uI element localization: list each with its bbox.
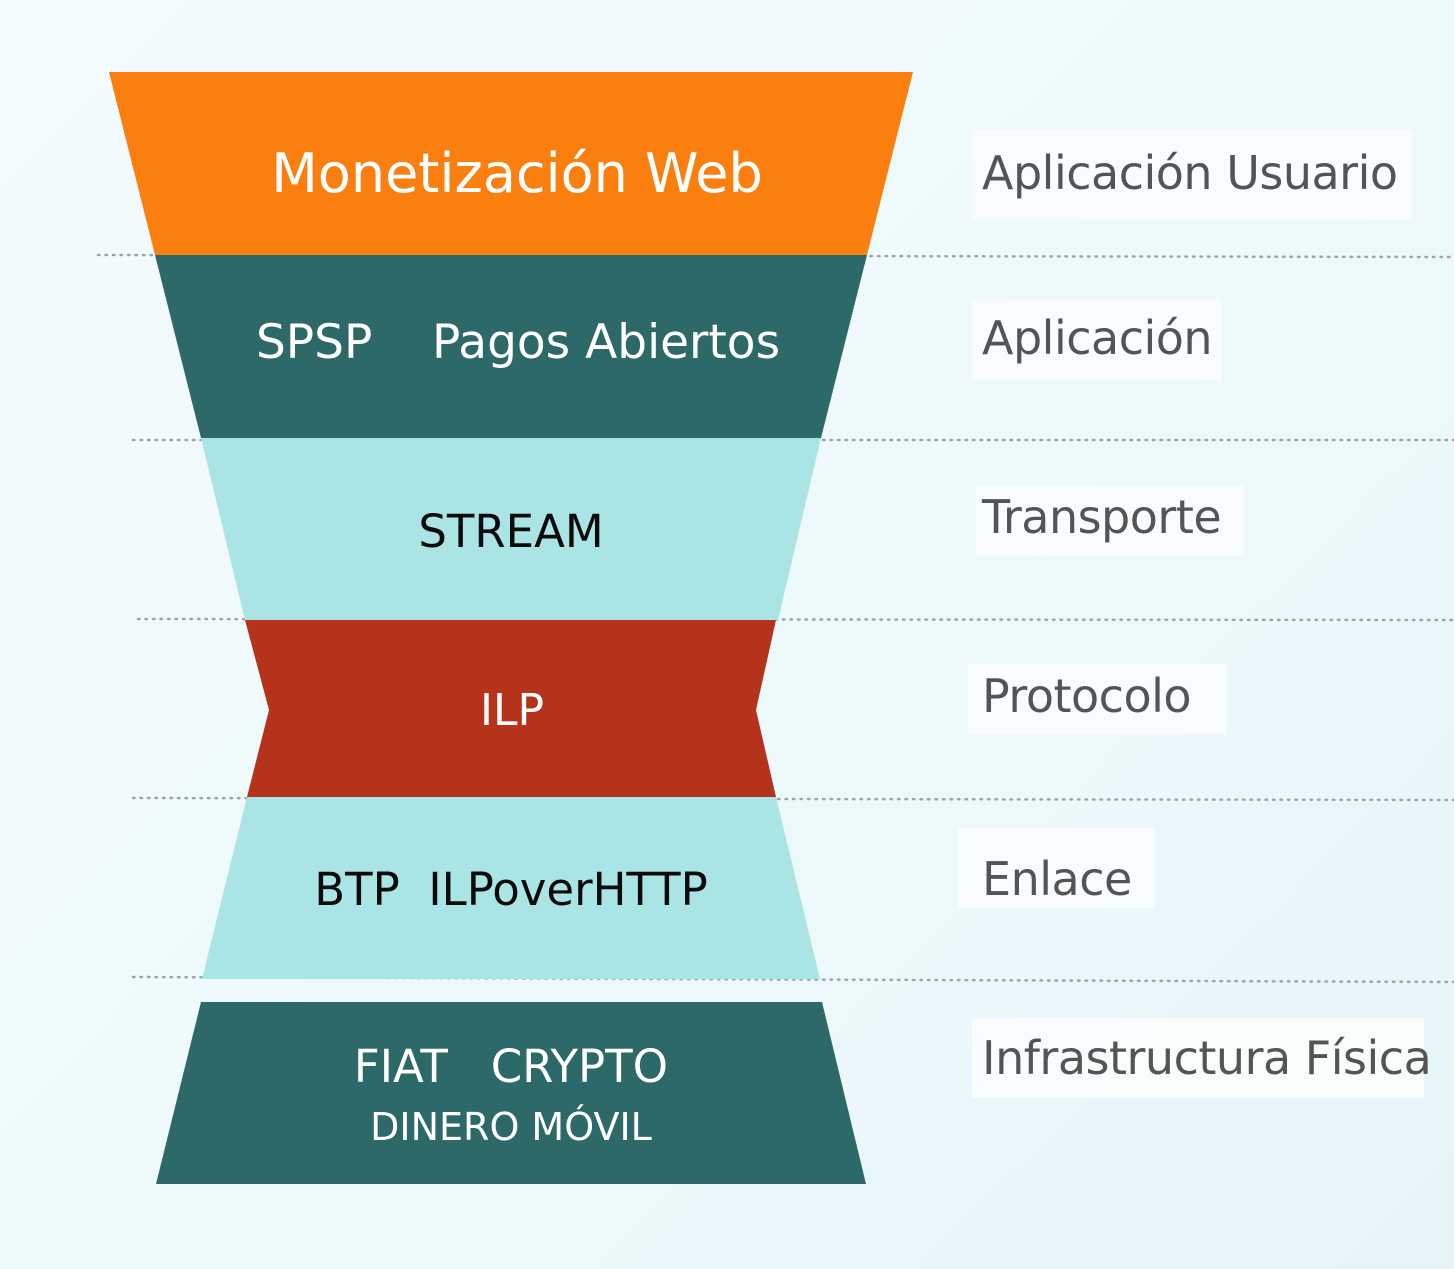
label-backdrop xyxy=(968,664,1226,734)
stack-label-btp: BTP ILPoverHTTP xyxy=(314,863,708,916)
label-backdrop xyxy=(972,300,1222,380)
stack-band-monetizacion xyxy=(109,72,913,255)
layer-label-protocolo: Protocolo xyxy=(982,669,1192,723)
stack-label-ilp: ILP xyxy=(480,685,544,736)
stack-band-spsp xyxy=(155,255,867,438)
stack-label-fiat: DINERO MÓVIL xyxy=(370,1105,652,1149)
stack-label-spsp: SPSP Pagos Abiertos xyxy=(256,315,780,370)
label-backdrop xyxy=(972,1018,1424,1098)
stack-band-fiat xyxy=(156,1002,866,1184)
label-backdrop xyxy=(972,130,1412,220)
stack-label-stream: STREAM xyxy=(418,505,603,558)
stack-band-ilp xyxy=(245,620,776,797)
layer-label-aplicacion: Aplicación xyxy=(982,311,1213,365)
label-backdrop xyxy=(958,828,1154,908)
stack-band-stream xyxy=(201,438,821,620)
layer-label-enlace: Enlace xyxy=(982,852,1132,906)
layer-label-aplicacion-usuario: Aplicación Usuario xyxy=(982,146,1398,200)
stack-label-monetizacion: Monetización Web xyxy=(271,142,763,205)
label-backdrop xyxy=(976,486,1244,556)
layer-label-infrastructura-fisica: Infrastructura Física xyxy=(982,1031,1432,1085)
layer-label-transporte: Transporte xyxy=(982,490,1222,544)
stack-label-fiat: FIAT CRYPTO xyxy=(354,1040,668,1093)
stack-band-btp xyxy=(202,797,820,979)
